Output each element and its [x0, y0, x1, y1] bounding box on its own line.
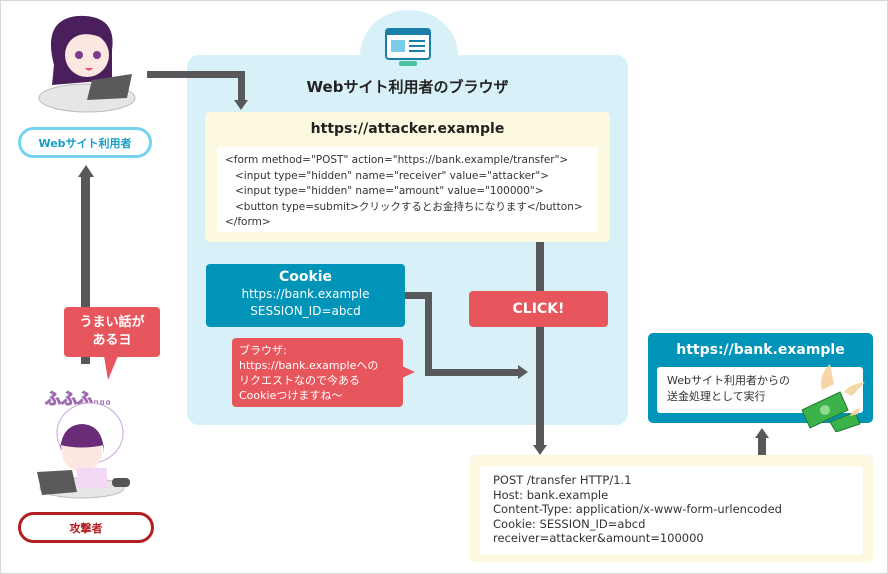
speech-line: うまい話が [79, 315, 145, 330]
result-line: Webサイト利用者からの [667, 374, 790, 387]
code-line: <input type="hidden" name="receiver" val… [225, 169, 549, 182]
speech-line: あるヨ [92, 333, 132, 348]
attacker-speech-bubble: うまい話が あるヨ [64, 307, 160, 357]
request-line: Host: bank.example [493, 487, 609, 502]
cookie-attach-arrow [405, 292, 432, 299]
request-to-bank-arrow [758, 438, 766, 466]
browser-window-icon [385, 28, 431, 66]
request-line: Content-Type: application/x-www-form-url… [493, 502, 782, 516]
browser-speech-bubble: ブラウザ: https://bank.exampleへの リクエストなので今ある… [232, 338, 403, 407]
click-button[interactable]: CLICK! [469, 291, 608, 327]
arrow-head-down-icon [533, 445, 547, 455]
speech-line: https://bank.exampleへの [239, 359, 379, 372]
code-line: <form method="POST" action="https://bank… [225, 154, 569, 166]
request-line: Cookie: SESSION_ID=abcd [493, 516, 646, 531]
user-illustration-icon [38, 15, 136, 113]
click-flow-arrow [536, 242, 544, 447]
http-request-body: POST /transfer HTTP/1.1 Host: bank.examp… [480, 466, 863, 555]
speech-line: リクエストなので今ある [239, 374, 360, 387]
arrow-segment [238, 71, 245, 101]
attacker-label: 攻撃者 [18, 512, 154, 543]
cookie-title: Cookie [278, 269, 333, 285]
attacker-illustration-icon [37, 402, 130, 499]
attacker-site-url: https://attacker.example [310, 121, 505, 137]
arrow-head-down-icon [234, 100, 248, 110]
speech-tail [104, 356, 118, 380]
speech-tail [402, 366, 415, 378]
arrow-head-up-icon [755, 428, 769, 438]
flying-money-icon [801, 364, 865, 432]
speech-line: ブラウザ: [239, 344, 287, 357]
attacker-to-user-arrow [81, 176, 90, 364]
cookie-domain: https://bank.example [241, 287, 370, 301]
bank-url: https://bank.example [676, 342, 845, 358]
result-line: 送金処理として実行 [667, 390, 766, 403]
code-line: <input type="hidden" name="amount" value… [225, 185, 544, 197]
user-label: Webサイト利用者 [18, 127, 152, 158]
code-line: </form> [225, 216, 271, 228]
arrow-segment [425, 369, 519, 376]
browser-title: Webサイト利用者のブラウザ [306, 78, 509, 96]
form-code-block: <form method="POST" action="https://bank… [217, 147, 598, 232]
arrow-head-right-icon [518, 365, 528, 379]
cookie-value: SESSION_ID=abcd [250, 304, 361, 318]
request-line: receiver=attacker&amount=100000 [493, 531, 704, 545]
user-to-browser-arrow [147, 71, 245, 78]
code-line: <button type=submit>クリックするとお金持ちになります</bu… [225, 200, 583, 213]
request-line: POST /transfer HTTP/1.1 [493, 473, 632, 487]
cookie-box: Cookie https://bank.example SESSION_ID=a… [206, 264, 405, 327]
http-request-panel: POST /transfer HTTP/1.1 Host: bank.examp… [470, 455, 873, 562]
arrow-segment [425, 292, 432, 376]
arrow-head-up-icon [78, 165, 94, 177]
speech-line: Cookieつけますね〜 [239, 389, 343, 402]
attacker-site-panel: https://attacker.example <form method="P… [205, 112, 610, 242]
